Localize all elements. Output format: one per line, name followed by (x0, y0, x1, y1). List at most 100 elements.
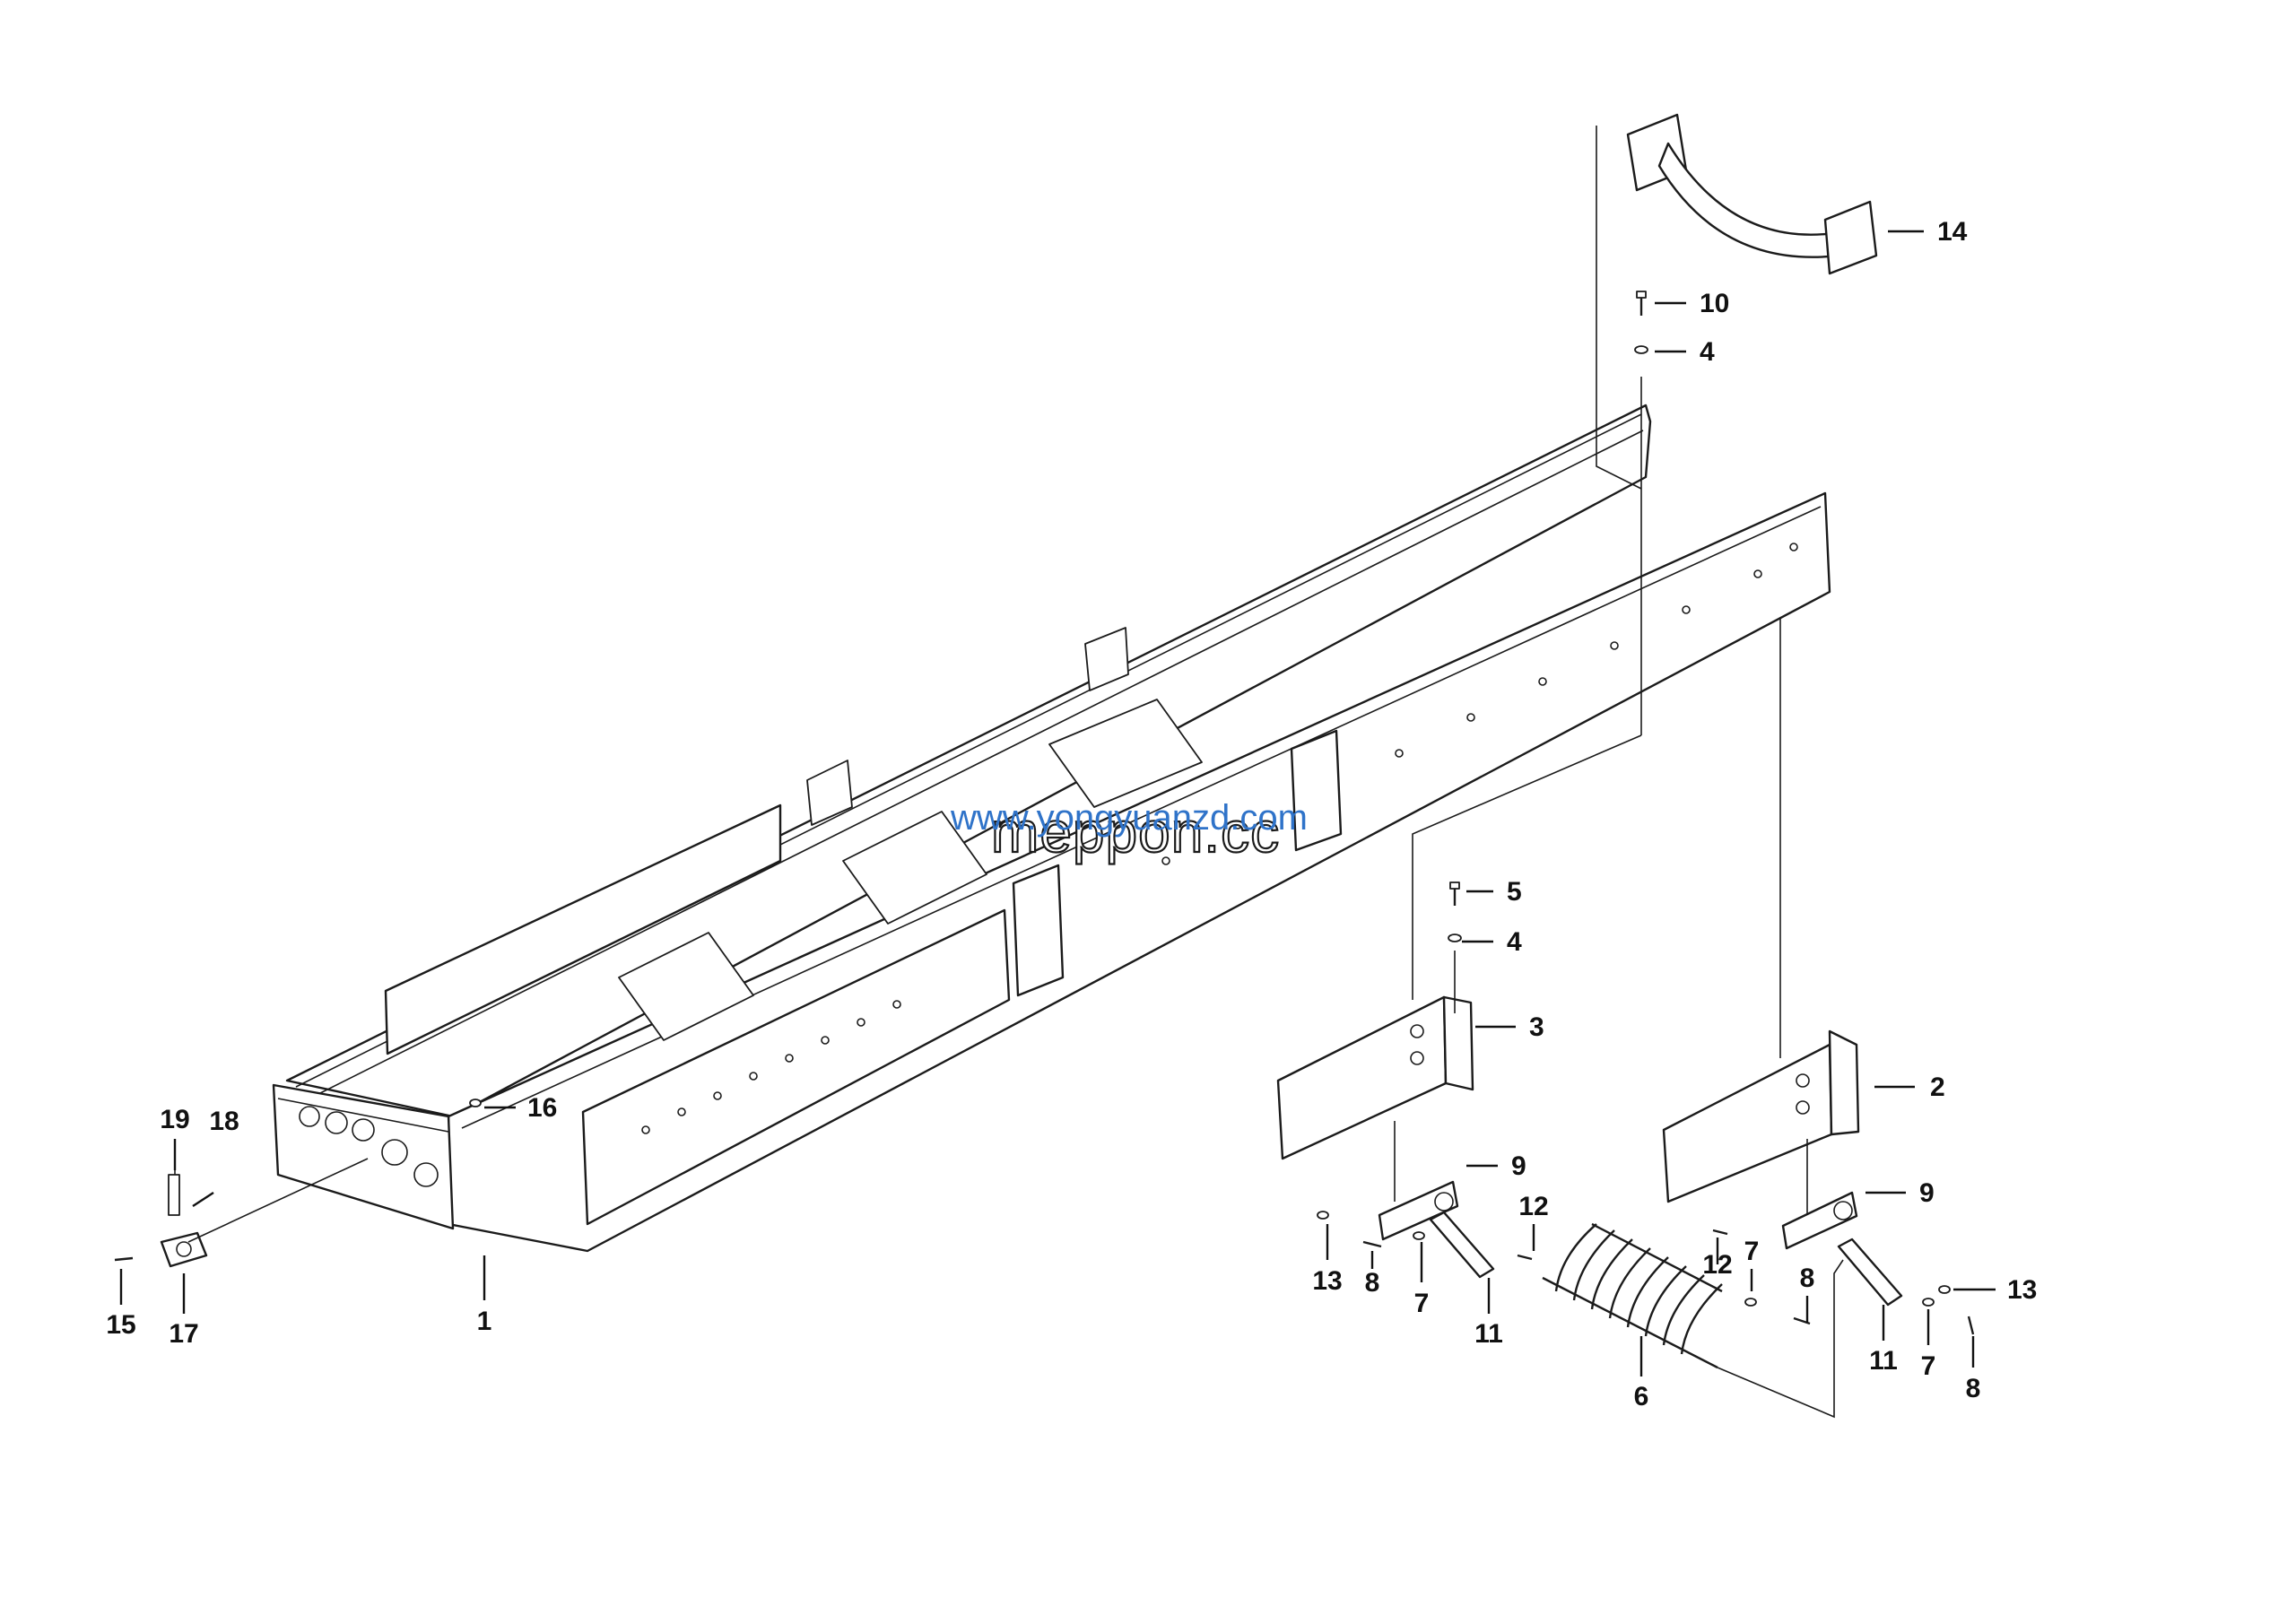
cross-beam-arch (1657, 142, 1840, 258)
callout-17: 17 (169, 1319, 198, 1349)
callout-2: 2 (1930, 1073, 1945, 1102)
cross-beam-right-flange (1823, 200, 1878, 275)
frame-hole (677, 1107, 686, 1116)
link-arm-right (1837, 1238, 1903, 1307)
chassis-frame (272, 404, 1831, 1253)
callout-18: 18 (209, 1107, 239, 1136)
bolt-head-icon (1449, 881, 1460, 890)
frame-hole (1466, 713, 1475, 722)
callout-4: 4 (1507, 927, 1522, 957)
frame-hole (1682, 605, 1691, 614)
link-arm-left (1429, 1211, 1495, 1279)
rear-extension-plate (384, 803, 782, 1055)
frame-hole (1161, 856, 1170, 865)
bolt-icon (114, 1256, 134, 1262)
block-hole (1434, 1192, 1454, 1211)
watermark-overlay: www.yongyuanzd.com (950, 798, 1308, 838)
frame-hole (857, 1018, 865, 1027)
frame-hole (713, 1091, 722, 1100)
callout-7: 7 (1921, 1351, 1936, 1381)
callout-9: 9 (1511, 1151, 1526, 1181)
callout-11: 11 (1869, 1346, 1898, 1376)
block-hole (1833, 1201, 1853, 1220)
callout-8: 8 (1800, 1264, 1815, 1293)
callout-13: 13 (1312, 1266, 1342, 1296)
bracket-hole (1410, 1051, 1424, 1065)
callout-10: 10 (1700, 289, 1729, 318)
watermark: meppon.cc www.yongyuanzd.com (950, 798, 1308, 865)
frame-hole (1789, 543, 1798, 551)
bolt-head-icon (1636, 291, 1647, 299)
washer-icon (1317, 1211, 1329, 1220)
support-bracket-left (1276, 995, 1448, 1160)
washer-icon (1634, 345, 1648, 354)
callout-leaders (119, 230, 1996, 1376)
frame-hole (413, 1162, 439, 1187)
washer-icon (1413, 1231, 1425, 1240)
callout-7: 7 (1414, 1289, 1430, 1318)
step-grille (1542, 1222, 1723, 1369)
frame-hole (352, 1118, 375, 1142)
support-bracket-right-flange (1828, 1029, 1860, 1136)
washer-icon (1448, 934, 1462, 942)
callout-8: 8 (1966, 1374, 1981, 1403)
callout-12: 12 (1702, 1250, 1732, 1280)
washer-icon (1744, 1298, 1757, 1307)
bolt-icon (1712, 1229, 1728, 1236)
frame-hole (821, 1036, 830, 1045)
side-reinforcement-plate (581, 908, 1011, 1226)
bracket-hole (1796, 1073, 1810, 1088)
bolt-icon (1362, 1240, 1382, 1248)
washer-icon (1922, 1298, 1935, 1307)
cross-beam (1626, 113, 1878, 275)
mid-mounting-bracket (1290, 729, 1343, 852)
frame-hole (892, 1000, 901, 1009)
washer-icon (1938, 1285, 1951, 1294)
mid-mounting-bracket (1012, 864, 1065, 997)
support-bracket-right (1662, 1043, 1833, 1203)
callout-3: 3 (1529, 1012, 1544, 1042)
callout-19: 19 (160, 1105, 189, 1134)
frame-hole (785, 1054, 794, 1063)
watermark-main: meppon.cc (991, 800, 1280, 864)
washer-icon (469, 1099, 482, 1107)
plate-hole (176, 1241, 192, 1257)
callout-4: 4 (1700, 337, 1715, 367)
callout-12: 12 (1518, 1192, 1548, 1221)
bolt-icon (1517, 1254, 1533, 1261)
callout-9: 9 (1919, 1178, 1935, 1208)
inner-cross-member (1048, 699, 1203, 808)
bracket-assembly (1662, 1029, 1860, 1203)
frame-hole (325, 1111, 348, 1134)
frame-hole (1538, 677, 1547, 686)
bracket-assembly (1276, 995, 1474, 1160)
bolt-icon (1967, 1316, 1975, 1335)
callout-1: 1 (477, 1307, 492, 1336)
frame-hole (749, 1072, 758, 1081)
bracket-hole (1410, 1024, 1424, 1038)
callout-16: 16 (527, 1093, 557, 1123)
callout-8: 8 (1365, 1268, 1380, 1298)
frame-hole (1395, 749, 1404, 758)
frame-hole (381, 1139, 408, 1166)
upright-bracket (1084, 627, 1129, 691)
inner-cross-member (842, 811, 987, 925)
callout-labels: 1 2 3 4 4 5 6 7 7 7 8 8 8 9 9 10 11 11 1… (106, 217, 2037, 1411)
mounting-block-right (1781, 1191, 1858, 1250)
inner-cross-member (618, 932, 754, 1041)
pin-icon (168, 1174, 180, 1216)
callout-11: 11 (1474, 1319, 1503, 1349)
callout-5: 5 (1507, 877, 1522, 907)
frame-hole (1610, 641, 1619, 650)
support-bracket-left-flange (1442, 995, 1474, 1091)
callout-13: 13 (2007, 1275, 2037, 1305)
frame-hole (299, 1106, 320, 1127)
bracket-hole (1796, 1100, 1810, 1115)
frame-hole (1753, 569, 1762, 578)
callout-6: 6 (1634, 1382, 1649, 1411)
frame-hole (641, 1125, 650, 1134)
frame-hole (1233, 821, 1242, 829)
callout-7: 7 (1744, 1237, 1760, 1266)
upright-bracket (806, 760, 853, 826)
